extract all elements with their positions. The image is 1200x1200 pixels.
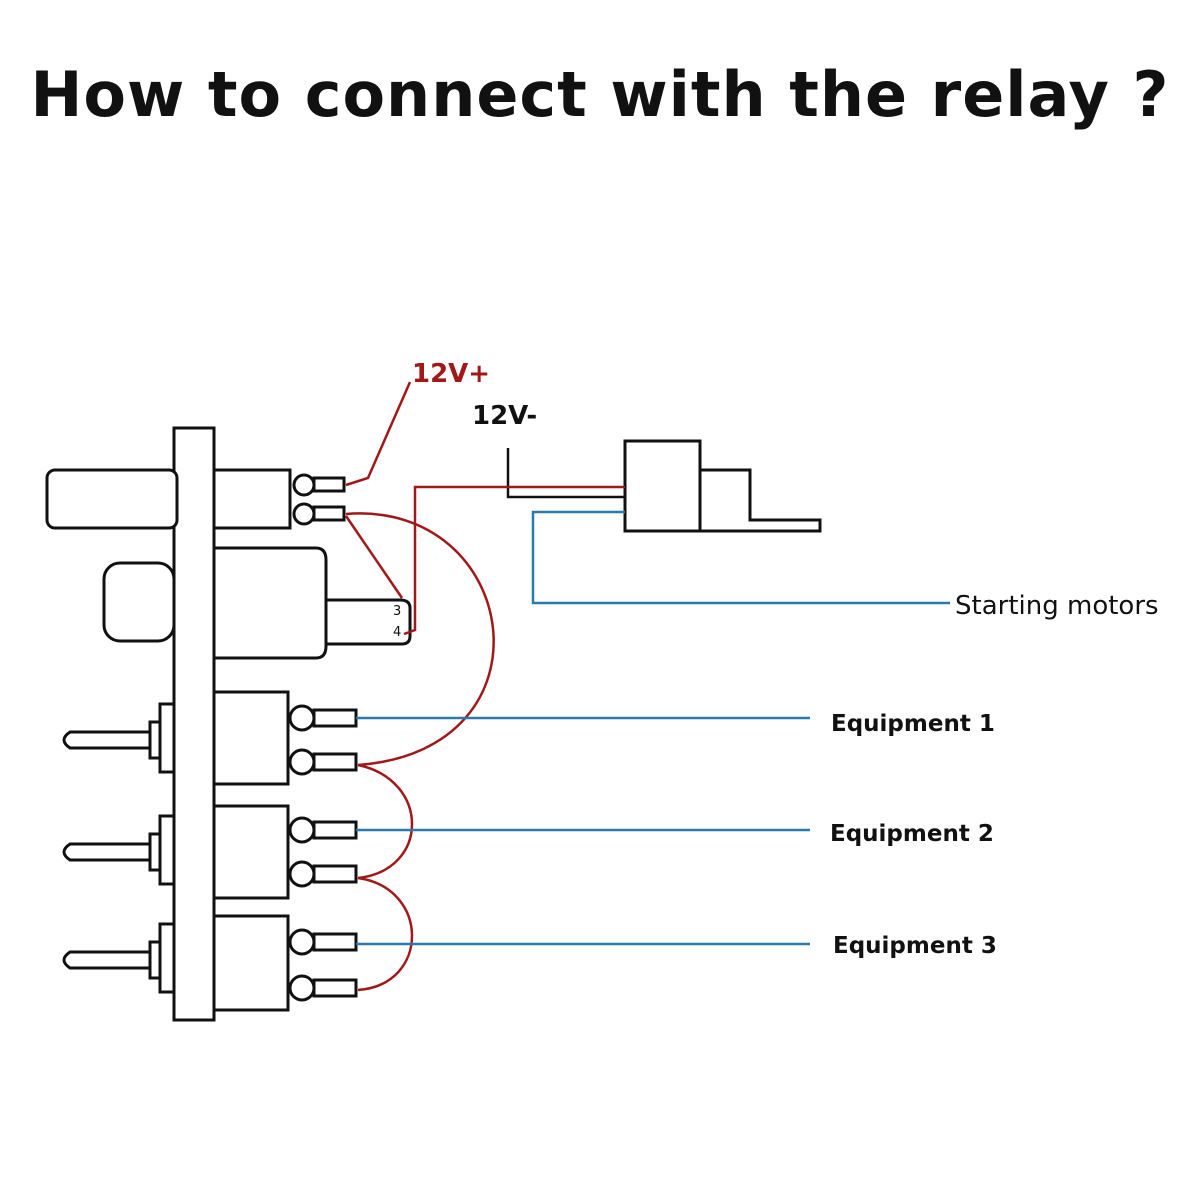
- equipment-3-label: Equipment 3: [833, 933, 997, 959]
- main-feed-arc: [345, 512, 495, 767]
- relay: [623, 439, 822, 533]
- positive-label: 12V+: [412, 359, 490, 389]
- pin-4-label: 4: [393, 625, 401, 640]
- switch-panel: [172, 426, 216, 1022]
- toggle-switch-2[interactable]: [62, 804, 358, 900]
- negative-label: 12V-: [472, 401, 537, 431]
- toggle-switch-3[interactable]: [62, 914, 358, 1012]
- negative-wire: [506, 448, 625, 499]
- page-title: How to connect with the relay ?: [30, 58, 1170, 131]
- jumper-1-2: [357, 763, 414, 880]
- toggle-switch-1[interactable]: [62, 690, 358, 786]
- socket-jumper-wire: [344, 515, 404, 599]
- top-module: [45, 468, 346, 530]
- equipment-1-label: Equipment 1: [831, 711, 995, 737]
- socket-module: [102, 546, 412, 660]
- starting-motor-wire: [531, 510, 950, 605]
- equipment-2-label: Equipment 2: [830, 821, 994, 847]
- relay-red-wire: [403, 485, 625, 636]
- positive-lead: [345, 381, 412, 487]
- jumper-2-3: [357, 876, 414, 992]
- starting-motors-label: Starting motors: [955, 591, 1159, 621]
- pin-3-label: 3: [393, 604, 401, 619]
